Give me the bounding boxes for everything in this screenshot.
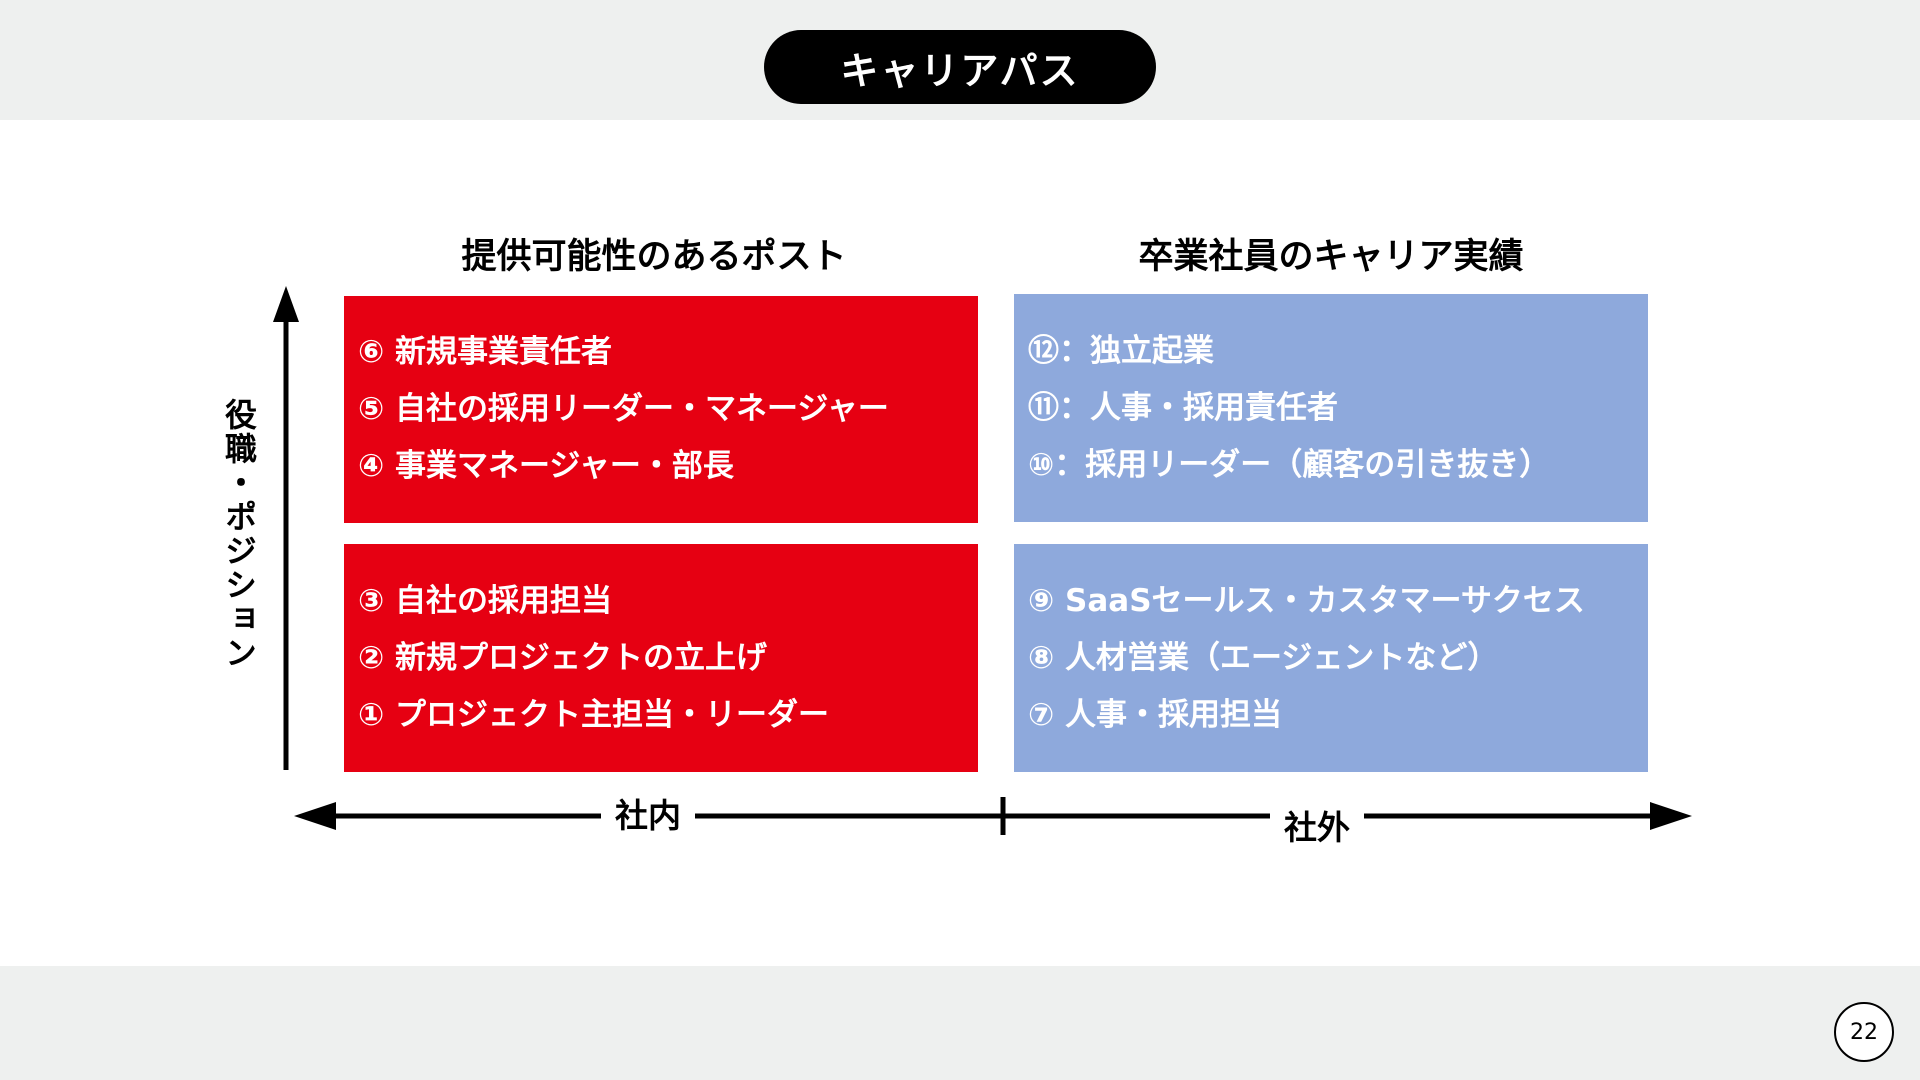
heading-alumni-careers: 卒業社員のキャリア実績 [1138,236,1524,277]
heading-internal-posts: 提供可能性のあるポスト [461,236,847,277]
list-item: ⑦ 人事・採用担当 [1028,696,1283,733]
list-item: ⑥ 新規事業責任者 [358,334,613,370]
list-item: ④ 事業マネージャー・部長 [358,448,734,484]
x-axis-internal-label: 社内 [601,791,695,841]
list-item: ⑨ SaaSセールス・カスタマーサクセス [1028,582,1585,619]
list-item: ③ 自社の採用担当 [358,582,613,619]
list-item: ⑧ 人材営業（エージェントなど） [1028,639,1499,676]
list-item: ⑩：採用リーダー（顧客の引き抜き） [1028,446,1551,483]
y-axis-arrowhead [273,286,299,322]
box-internal-senior-posts: ⑥ 新規事業責任者 ⑤ 自社の採用リーダー・マネージャー ④ 事業マネージャー・… [344,296,978,523]
list-item: ② 新規プロジェクトの立上げ [358,639,768,676]
x-axis-right-arrowhead [1650,802,1692,830]
page-number-badge: 22 [1834,1002,1894,1062]
x-axis-left-arrowhead [294,802,336,830]
box-external-junior-careers: ⑨ SaaSセールス・カスタマーサクセス ⑧ 人材営業（エージェントなど） ⑦ … [1014,544,1648,772]
box-internal-junior-posts: ③ 自社の採用担当 ② 新規プロジェクトの立上げ ① プロジェクト主担当・リーダ… [344,544,978,772]
list-item: ① プロジェクト主担当・リーダー [358,696,830,733]
list-item: ⑪：人事・採用責任者 [1028,389,1338,426]
slide-title: キャリアパス [764,30,1156,104]
box-external-senior-careers: ⑫：独立起業 ⑪：人事・採用責任者 ⑩：採用リーダー（顧客の引き抜き） [1014,294,1648,522]
x-axis-external-label: 社外 [1270,803,1364,853]
list-item: ⑤ 自社の採用リーダー・マネージャー [358,391,889,427]
y-axis-label: 役職・ポジション [220,398,258,670]
footer-band [0,966,1920,1080]
list-item: ⑫：独立起業 [1028,332,1214,369]
